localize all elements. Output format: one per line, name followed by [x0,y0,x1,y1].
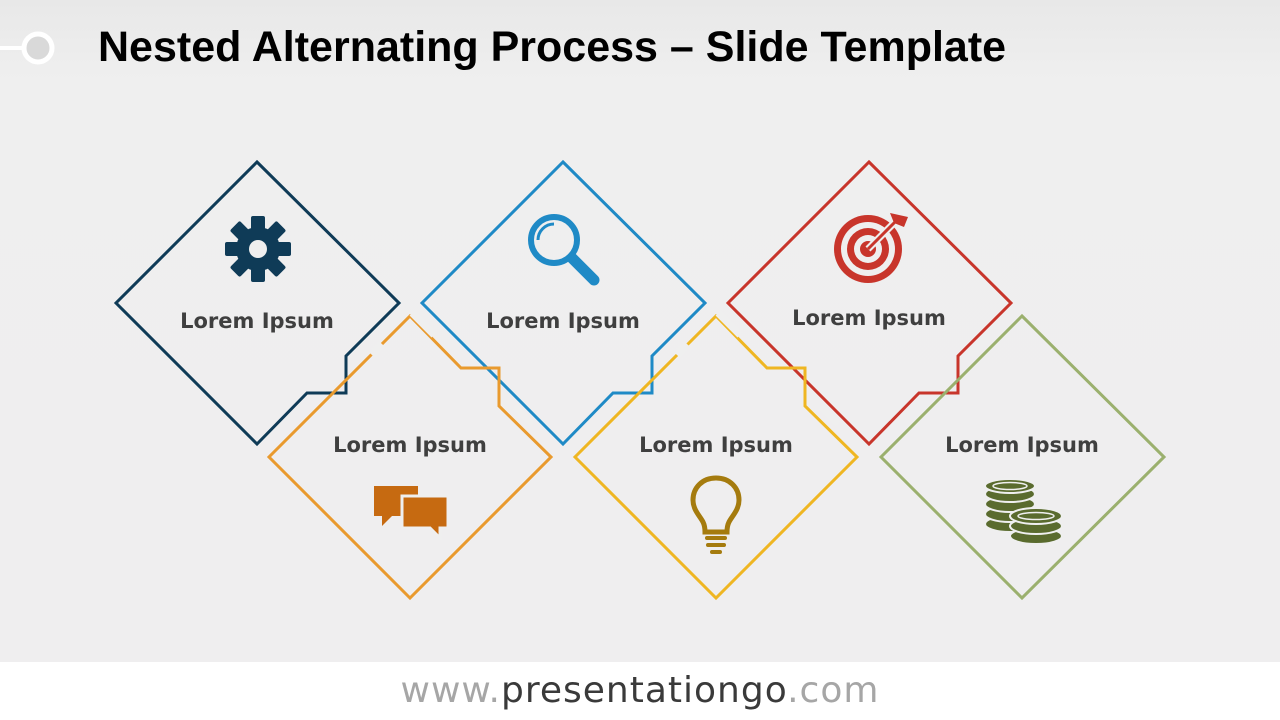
step-4-diamond [572,313,860,601]
step-2-diamond [266,313,554,601]
chat-bubbles-icon [374,486,450,542]
step-5-label: Lorem Ipsum [792,306,946,330]
footer-url: www.presentationgo.com [0,662,1280,720]
title-bar: Nested Alternating Process – Slide Templ… [0,0,1280,95]
pin-marker-icon [0,31,55,65]
nested-process-diagram [113,159,1167,601]
step-2-label: Lorem Ipsum [333,433,487,457]
target-icon [834,213,908,283]
footer-brand: presentationgo [501,670,788,711]
step-4-label: Lorem Ipsum [639,433,793,457]
lightbulb-icon [690,475,742,554]
page-title: Nested Alternating Process – Slide Templ… [98,23,1007,71]
step-5-diamond [725,159,1014,447]
step-3-diamond [419,159,708,447]
step-6-label: Lorem Ipsum [945,433,1099,457]
gear-icon [225,216,291,282]
footer-suffix: .com [787,670,880,711]
magnifier-icon [528,214,600,286]
step-1-diamond [113,159,402,447]
footer-prefix: www. [400,670,501,711]
step-3-label: Lorem Ipsum [486,309,640,333]
step-6-diamond [878,313,1167,601]
coins-icon [984,478,1063,545]
step-1-label: Lorem Ipsum [180,309,334,333]
